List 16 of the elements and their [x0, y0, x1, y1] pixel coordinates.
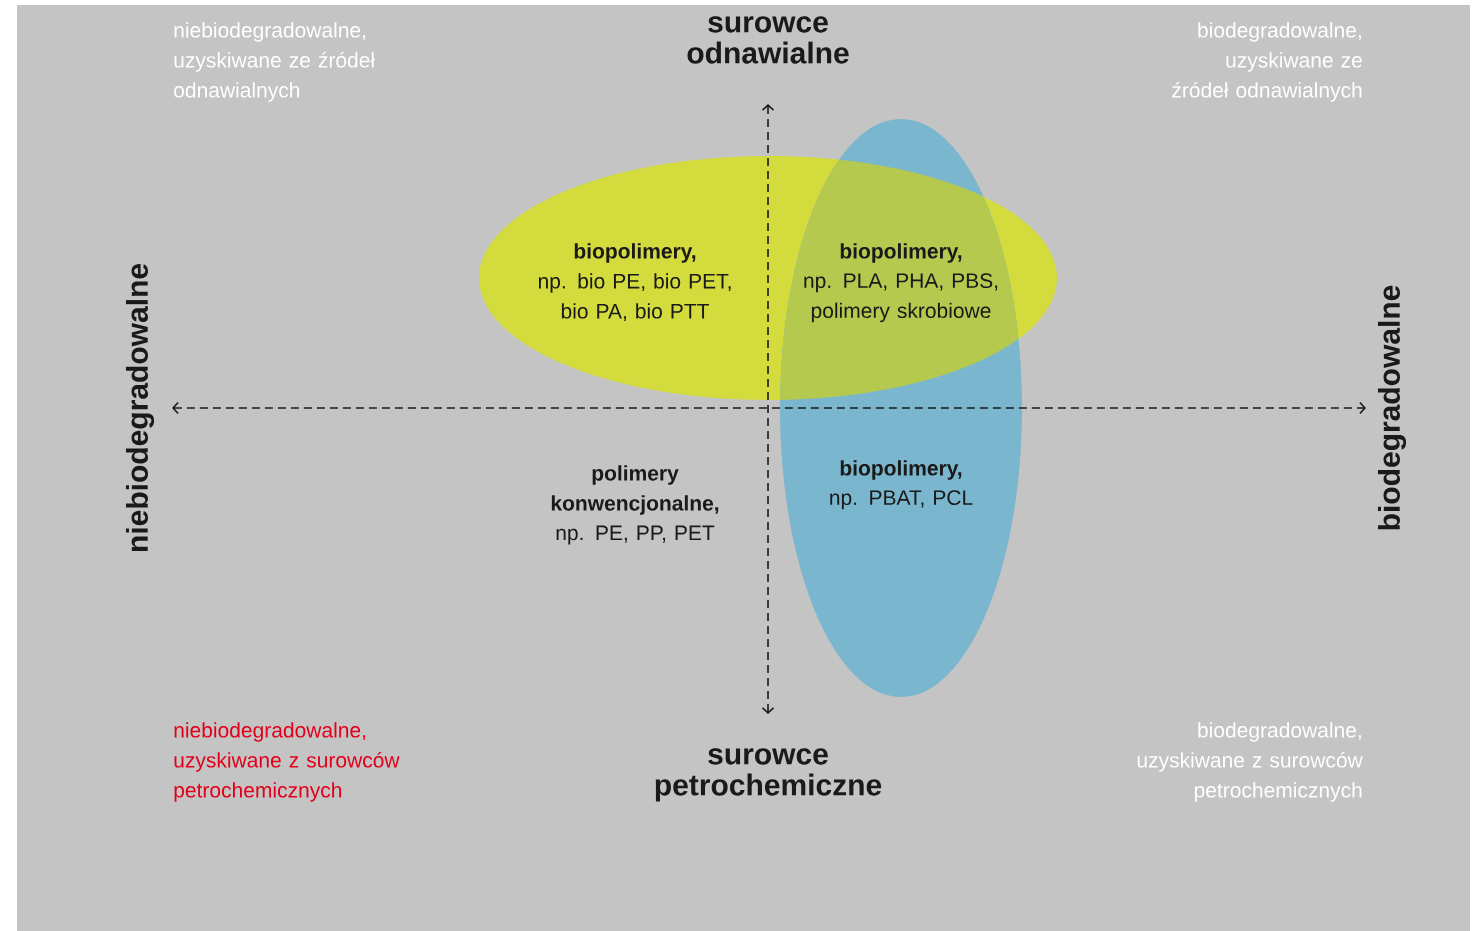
quadrant-note: biodegradowalne, uzyskiwane z surowców petrochemicznych	[1137, 722, 1363, 802]
quadrant-note: niebiodegradowalne, uzyskiwane ze źródeł odnawialnych	[174, 22, 375, 102]
heading: biopolimery,	[574, 243, 696, 263]
axis-label: biodegradowalne	[1377, 285, 1407, 530]
description: np. PLA, PHA, PBS, polimery skrobiowe	[804, 273, 998, 323]
quadrant-note: biodegradowalne, uzyskiwane ze źródeł odnawialnych	[1172, 22, 1362, 102]
axis-label: surowce petrochemiczne	[655, 748, 882, 802]
axis-label: niebiodegradowalne	[125, 263, 155, 552]
description: np. bio PE, bio PET, bio PA, bio PTT	[538, 273, 731, 322]
heading: biopolimery,	[840, 243, 962, 263]
description: np. PE, PP, PET	[556, 525, 715, 545]
quadrant-note: niebiodegradowalne, uzyskiwane z surowców petrochemicznych	[174, 722, 400, 802]
heading: biopolimery,	[840, 460, 962, 480]
axis-label: surowce odnawialne	[687, 16, 849, 64]
description: np. PBAT, PCL	[830, 490, 973, 510]
ellipse	[780, 119, 1022, 697]
